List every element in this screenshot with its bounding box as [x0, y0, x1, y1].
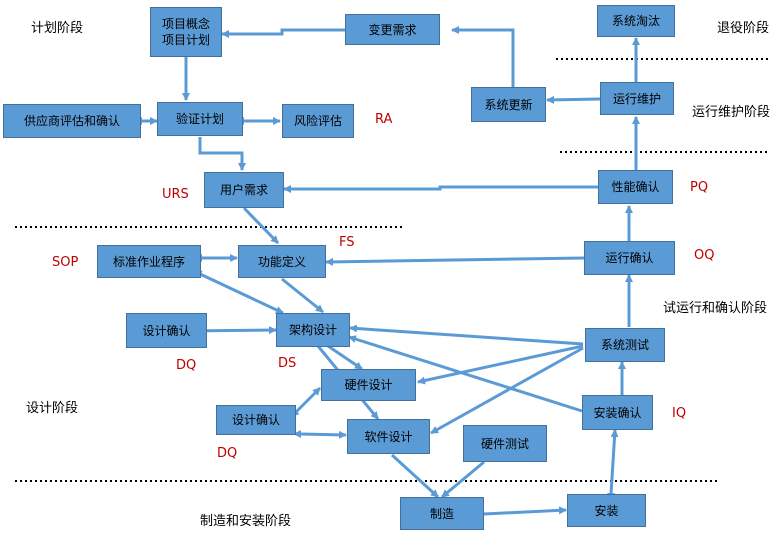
node-operation-qual: 运行确认: [584, 241, 675, 275]
abbr-dq-1: DQ: [176, 358, 197, 373]
node-system-test: 系统测试: [585, 328, 665, 362]
arrows: [134, 26, 640, 516]
node-hardware-design-label: 硬件设计: [344, 378, 393, 392]
node-design-qual-2-label: 设计确认: [231, 413, 280, 427]
node-risk-assess-label: 风险评估: [293, 114, 342, 128]
node-function-spec: 功能定义: [238, 245, 326, 278]
arrow-install-installconfirm: [607, 429, 619, 501]
node-install-label: 安装: [594, 503, 619, 518]
node-performance-qual-label: 性能确认: [611, 180, 660, 194]
node-change-request-label: 变更需求: [368, 22, 417, 37]
node-software-design: 软件设计: [347, 419, 430, 454]
arrow-verify-to-urs: [198, 137, 246, 171]
node-install-qual: 安装确认: [582, 395, 653, 430]
phase-dividers: [15, 58, 770, 482]
abbr-ra: RA: [375, 112, 393, 127]
arrow-func-to-arch: [281, 277, 324, 314]
node-hardware-test: 硬件测试: [463, 425, 547, 462]
phase-label-retire: 退役阶段: [717, 21, 770, 36]
node-project-concept-line2: 项目计划: [161, 33, 210, 47]
node-design-qual-1-label: 设计确认: [142, 323, 191, 338]
arrow-arch-to-hw: [327, 344, 363, 371]
node-operation-qual-label: 运行确认: [605, 251, 654, 265]
node-function-spec-label: 功能定义: [257, 254, 306, 269]
node-system-retire-label: 系统淘汰: [611, 14, 660, 28]
node-design-qual-2: 设计确认: [216, 405, 296, 435]
arrow-dc2-sw: [293, 430, 347, 439]
phase-label-test: 试运行和确认阶段: [663, 301, 768, 316]
node-software-design-label: 软件设计: [364, 429, 413, 444]
node-change-request: 变更需求: [345, 14, 440, 45]
abbr-fs: FS: [339, 235, 355, 250]
arrow-sw-to-manufacture: [390, 453, 440, 499]
phase-label-build: 制造和安装阶段: [200, 514, 292, 529]
node-verify-plan-label: 验证计划: [175, 112, 224, 126]
arrow-hwtest-to-manufacture: [441, 460, 485, 499]
arrow-sop-arch: [193, 270, 284, 315]
abbr-pq: PQ: [690, 180, 709, 195]
arrow-dc2-hw: [291, 386, 322, 417]
node-verify-plan: 验证计划: [157, 102, 243, 136]
arrow-change-to-concept: [221, 28, 345, 38]
node-user-requirements-label: 用户需求: [219, 183, 268, 197]
node-risk-assess: 风险评估: [282, 104, 354, 138]
phase-label-operate: 运行维护阶段: [692, 105, 771, 120]
arrow-maintain-to-update: [546, 95, 601, 104]
node-performance-qual: 性能确认: [598, 170, 673, 204]
node-system-update: 系统更新: [471, 87, 546, 122]
node-architecture-design: 架构设计: [276, 313, 350, 347]
node-hardware-design: 硬件设计: [321, 369, 416, 401]
abbr-urs: URS: [162, 187, 189, 202]
abbr-dq-2: DQ: [217, 446, 238, 461]
node-supplier-eval: 供应商评估和确认: [3, 104, 141, 138]
abbr-sop: SOP: [52, 255, 79, 270]
abbr-iq: IQ: [672, 406, 687, 421]
node-sop-label: 标准作业程序: [112, 254, 185, 269]
arrow-systest-to-arch: [349, 324, 584, 346]
arrow-perf-to-urs: [283, 185, 598, 193]
node-install-qual-label: 安装确认: [593, 405, 642, 420]
node-project-concept-line1: 项目概念: [161, 17, 210, 31]
node-supplier-eval-label: 供应商评估和确认: [23, 114, 120, 128]
abbr-oq: OQ: [694, 248, 715, 263]
node-sop: 标准作业程序: [97, 245, 201, 278]
node-project-concept: 项目概念 项目计划: [150, 7, 222, 57]
node-system-test-label: 系统测试: [600, 338, 649, 352]
arrow-opconfirm-to-func: [325, 256, 585, 266]
phase-label-design: 设计阶段: [26, 401, 79, 416]
node-install: 安装: [567, 494, 646, 527]
node-manufacture: 制造: [400, 497, 484, 530]
node-maintenance-label: 运行维护: [612, 91, 661, 106]
node-maintenance: 运行维护: [600, 82, 674, 115]
arrow-urs-to-func: [242, 206, 280, 245]
node-manufacture-label: 制造: [429, 506, 454, 521]
abbr-ds: DS: [278, 356, 297, 371]
node-system-update-label: 系统更新: [484, 97, 533, 112]
node-system-retire: 系统淘汰: [597, 5, 675, 37]
phase-label-plan: 计划阶段: [31, 21, 84, 36]
arrow-manufacture-to-install: [483, 506, 567, 516]
arrow-update-to-change: [451, 26, 515, 87]
arrow-installconfirm-to-arch: [348, 335, 583, 413]
arrow-systest-to-sw: [430, 346, 584, 435]
node-design-qual-1: 设计确认: [126, 313, 207, 348]
node-user-requirements: 用户需求: [204, 172, 284, 208]
node-architecture-design-label: 架构设计: [288, 323, 337, 337]
arrow-systest-to-hw: [417, 344, 584, 385]
node-hardware-test-label: 硬件测试: [480, 436, 529, 451]
